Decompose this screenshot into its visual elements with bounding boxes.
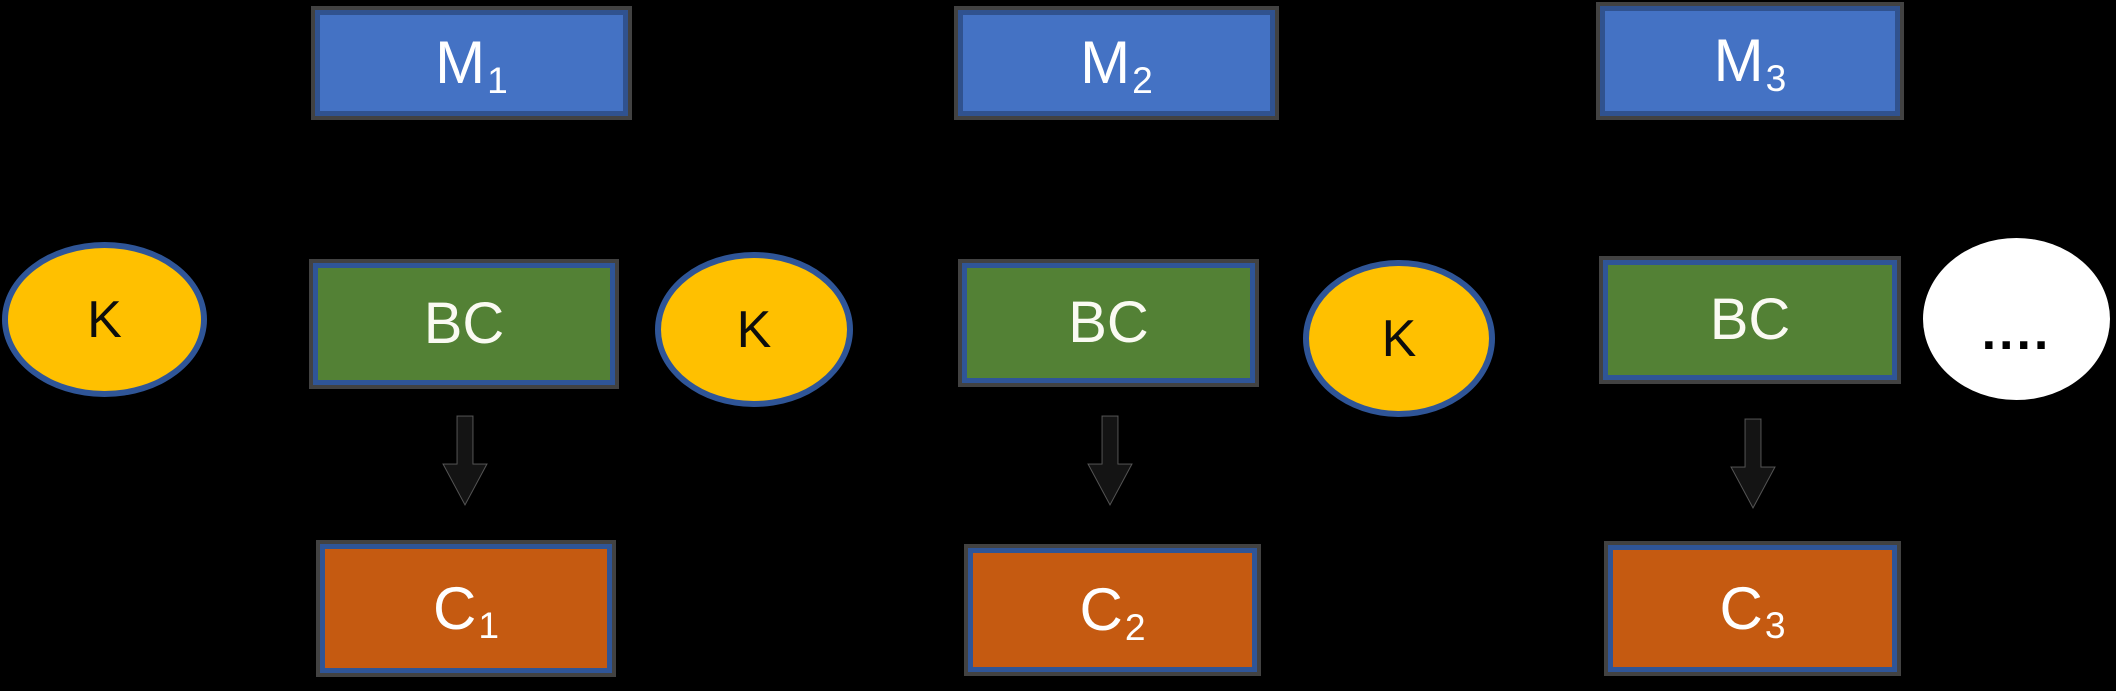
key-label-3: K [1381, 309, 1417, 368]
block-cipher-label-3: BC [1709, 287, 1791, 352]
ciphertext-subscript-c2: 2 [1124, 605, 1146, 648]
ciphertext-base-c2: C [1079, 576, 1123, 643]
message-block-m1: M1 [315, 10, 628, 116]
block-cipher-label-2: BC [1068, 290, 1149, 355]
ciphertext-block-c3: C3 [1608, 545, 1897, 672]
ciphertext-block-c1: C1 [320, 544, 612, 673]
message-subscript-m2: 2 [1132, 58, 1153, 101]
block-cipher-box-1: BC [313, 263, 615, 385]
message-label-m3: M3 [1714, 31, 1787, 97]
block-cipher-box-3: BC [1603, 260, 1897, 380]
key-ellipse-1: K [2, 242, 207, 397]
key-label-1: K [87, 290, 122, 349]
message-label-m1: M1 [435, 33, 508, 99]
key-ellipse-3: K [1303, 260, 1495, 417]
message-block-m3: M3 [1600, 6, 1900, 116]
message-base-m3: M [1713, 27, 1764, 94]
ciphertext-base-c1: C [432, 574, 477, 642]
ciphertext-subscript-c1: 1 [478, 604, 500, 647]
message-block-m2: M2 [958, 10, 1275, 116]
key-ellipse-2: K [655, 252, 853, 407]
message-base-m1: M [435, 29, 486, 96]
ellipsis-label: .... [1981, 303, 2052, 361]
message-subscript-m3: 3 [1765, 56, 1787, 99]
down-arrow-icon-1 [442, 415, 488, 507]
key-label-2: K [736, 300, 772, 359]
ciphertext-label-c2: C2 [1079, 580, 1145, 646]
down-arrow-icon-2 [1087, 415, 1133, 507]
ciphertext-subscript-c3: 3 [1764, 604, 1786, 647]
block-cipher-label-1: BC [423, 291, 505, 356]
ciphertext-label-c3: C3 [1719, 578, 1785, 644]
message-subscript-m1: 1 [487, 58, 508, 101]
message-label-m2: M2 [1080, 33, 1153, 99]
ciphertext-base-c3: C [1719, 574, 1763, 642]
block-cipher-box-2: BC [962, 263, 1255, 383]
ciphertext-label-c1: C1 [433, 578, 499, 644]
ciphertext-block-c2: C2 [968, 548, 1257, 672]
message-base-m2: M [1080, 29, 1131, 96]
ellipsis-ellipse: .... [1923, 238, 2110, 400]
down-arrow-icon-3 [1730, 418, 1776, 510]
